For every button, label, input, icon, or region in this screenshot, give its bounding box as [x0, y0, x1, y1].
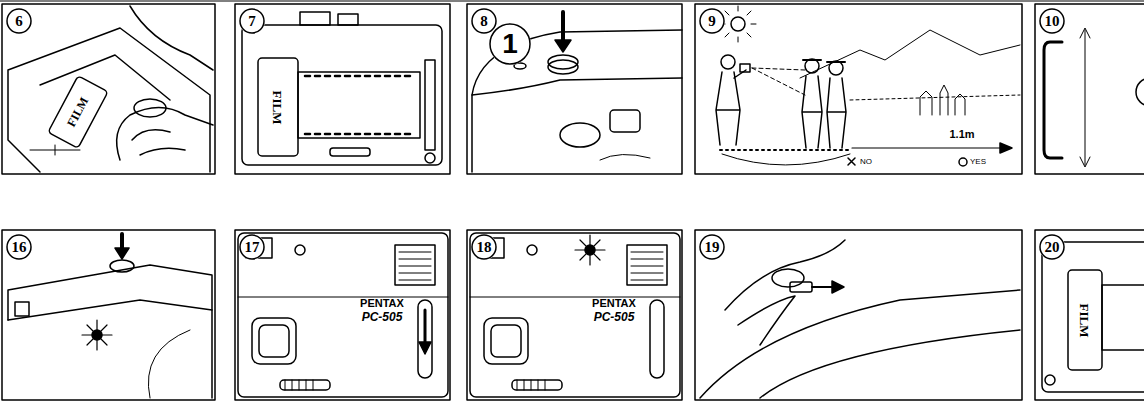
note-label: YES — [970, 158, 986, 166]
callout-text: 8 — [480, 14, 488, 29]
callout-text: 19 — [705, 240, 720, 255]
callout-text: 20 — [1045, 240, 1060, 255]
callout-number: 10 — [1039, 8, 1065, 34]
callout-text: 1 — [502, 30, 518, 58]
callout-text: 10 — [1045, 14, 1060, 29]
button-number: 1 — [489, 23, 531, 65]
callout-number: 20 — [1039, 234, 1065, 260]
cartridge-label: FILM — [65, 95, 90, 128]
note-label: NO — [860, 158, 872, 166]
callout-number: 18 — [471, 234, 497, 260]
cartridge-label: FILM — [271, 90, 284, 124]
callout-number: 16 — [6, 234, 32, 260]
callout-text: 9 — [708, 14, 716, 29]
model-label: PC-505 — [594, 311, 635, 323]
callout-text: 16 — [12, 240, 27, 255]
callout-text: 7 — [248, 14, 256, 29]
callout-text: 6 — [15, 14, 23, 29]
callout-number: 6 — [6, 8, 32, 34]
callout-number: 9 — [699, 8, 725, 34]
distance-label: 1.1m — [949, 129, 974, 140]
brand-label: PENTAX — [360, 298, 404, 309]
model-label: PC-505 — [362, 311, 403, 323]
callout-text: 17 — [245, 240, 260, 255]
cartridge-label: FILM — [1078, 303, 1091, 337]
brand-label: PENTAX — [592, 298, 636, 309]
callout-text: 18 — [477, 240, 492, 255]
callout-number: 19 — [699, 234, 725, 260]
callout-number: 7 — [239, 8, 265, 34]
callout-number: 17 — [239, 234, 265, 260]
